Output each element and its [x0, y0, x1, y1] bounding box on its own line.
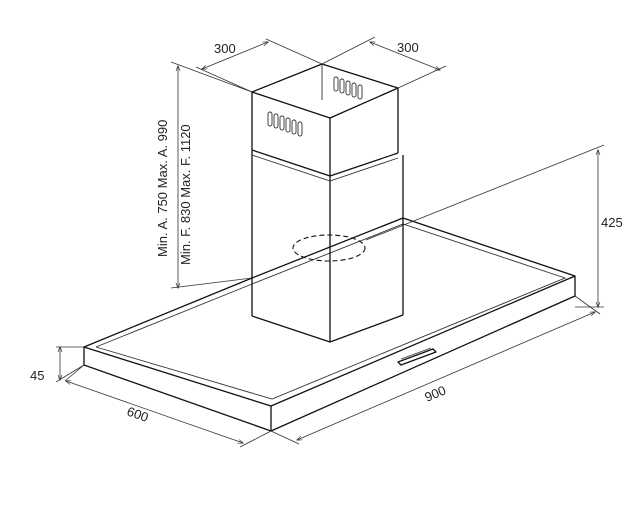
dim-hood-depth: 600 [65, 364, 272, 448]
vent-slots-left [267, 111, 303, 137]
dim-chimney-depth-label: 300 [397, 40, 419, 55]
dim-hood-depth-label: 600 [125, 404, 150, 425]
dim-height-a-label: Min. A. 750 Max. A. 990 [155, 120, 170, 257]
chimney-bottom-edge [251, 314, 404, 343]
dim-chimney-width-label: 300 [214, 41, 236, 56]
dim-canopy-thickness: 45 [30, 347, 85, 383]
dim-canopy-thickness-label: 45 [30, 368, 44, 383]
chimney-top-face [251, 63, 399, 119]
control-panel [397, 348, 437, 366]
dim-hood-height-label: 425 [601, 215, 623, 230]
vent-slots-right [333, 76, 363, 100]
dim-chimney-depth: 300 [321, 36, 447, 89]
dim-total-height: Min. A. 750 Max. A. 990 Min. F. 830 Max.… [155, 61, 253, 288]
dim-hood-height: 425 [365, 144, 623, 307]
dim-height-f-label: Min. F. 830 Max. F. 1120 [178, 124, 193, 265]
air-outlet-hidden [292, 234, 366, 262]
chimney [251, 63, 404, 343]
dim-hood-width-label: 900 [422, 382, 448, 404]
dim-chimney-width: 300 [195, 38, 323, 93]
control-panel-line [400, 347, 432, 360]
duct-joint-shadow [251, 154, 399, 182]
duct-joint [251, 149, 399, 177]
dim-hood-width: 900 [270, 295, 601, 445]
